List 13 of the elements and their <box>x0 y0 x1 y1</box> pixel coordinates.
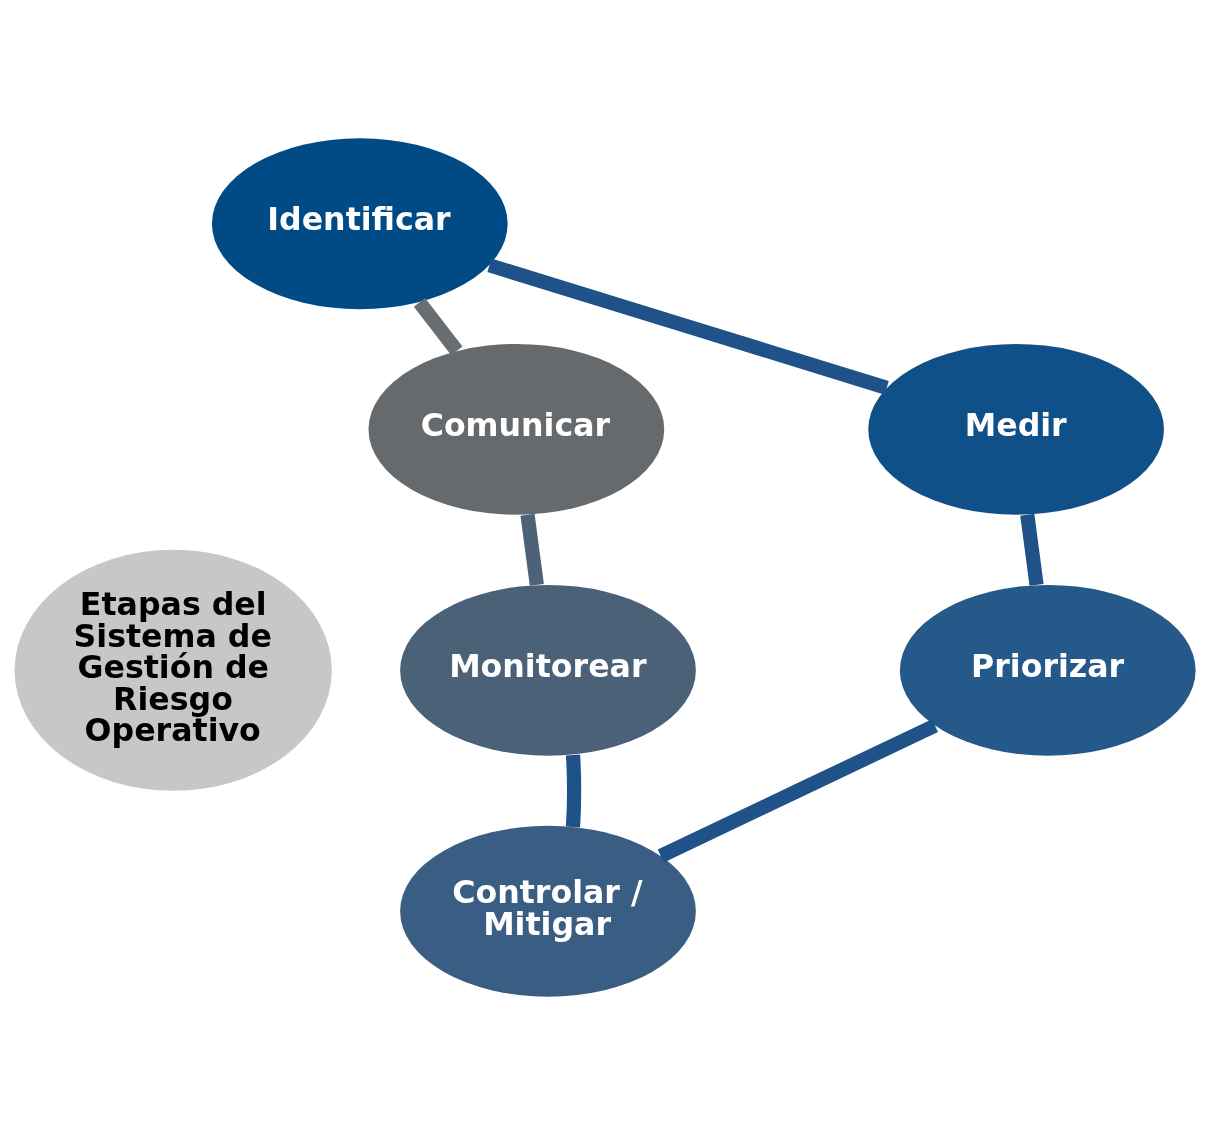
node-ellipse: Medir <box>868 343 1164 515</box>
node-ellipse: Monitorear <box>400 584 696 756</box>
connector <box>520 513 544 586</box>
connector <box>413 297 463 355</box>
connector <box>657 718 939 862</box>
node-ellipse: Controlar / Mitigar <box>400 825 696 997</box>
node-ellipse: Etapas del Sistema de Gestión de Riesgo Operativo <box>14 549 332 791</box>
node-ellipse: Priorizar <box>899 584 1196 756</box>
connector <box>1020 513 1044 586</box>
connector <box>565 754 582 827</box>
node-ellipse: Identificar <box>211 137 508 309</box>
connector <box>487 258 889 395</box>
node-ellipse: Comunicar <box>368 343 665 515</box>
